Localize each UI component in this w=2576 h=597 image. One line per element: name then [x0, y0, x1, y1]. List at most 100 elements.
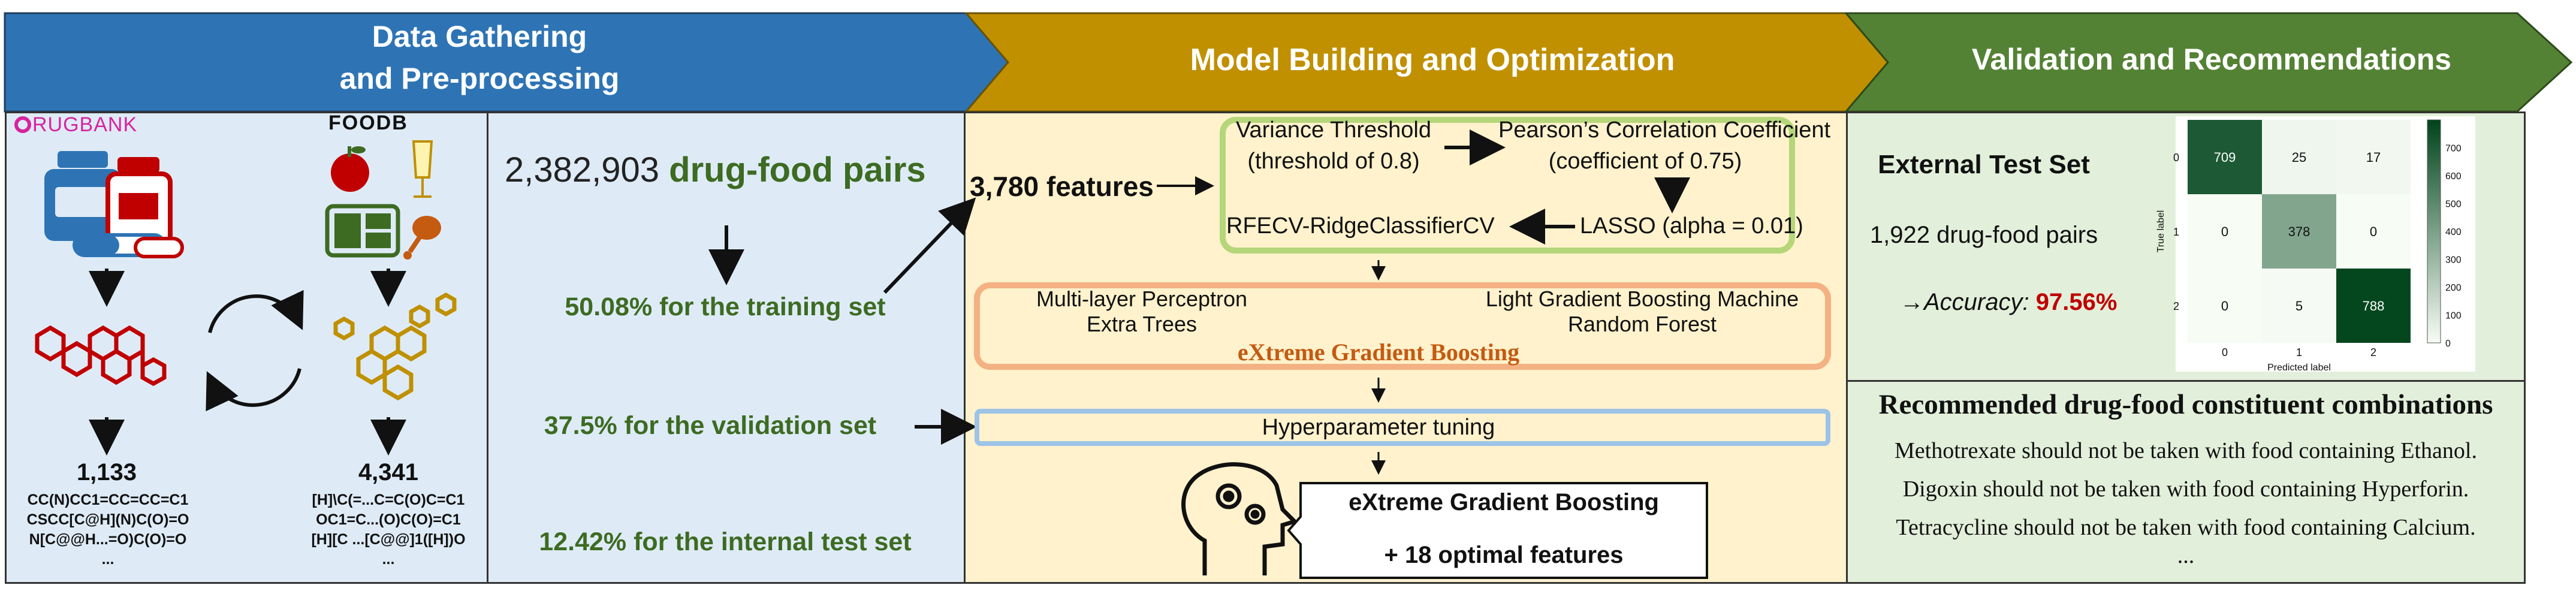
- confusion-cell: [2336, 120, 2411, 194]
- validation-divider: [1846, 380, 2526, 382]
- food-smiles-item: ...: [382, 551, 395, 568]
- header-preprocessing: and Pre-processing: [339, 62, 620, 95]
- colorbar-tick-label: 200: [2445, 283, 2462, 293]
- drug-count: 1,133: [76, 459, 137, 486]
- training-split: 50.08% for the training set: [565, 293, 886, 321]
- tuning-box: [975, 409, 1830, 446]
- final-model-name: eXtreme Gradient Boosting: [1349, 489, 1659, 515]
- colorbar-tick-label: 600: [2445, 171, 2462, 182]
- food-icons: [325, 140, 441, 260]
- pearson-coefficient: Pearson’s Correlation Coefficient: [1498, 117, 1831, 143]
- confusion-cell-value: 5: [2296, 298, 2303, 313]
- model-candidates-box: [974, 282, 1831, 370]
- confusion-col-label: 1: [2296, 346, 2302, 358]
- drug-smiles-list: CC(N)CC1=CC=CC=C1 CSCC[C@H](N)C(O)=O N[C…: [12, 490, 204, 569]
- model-lgbm: Light Gradient Boosting Machine: [1485, 287, 1799, 311]
- accuracy-label: Accuracy:: [1924, 289, 2029, 315]
- recommend-item: ...: [2177, 543, 2195, 568]
- feature-selection-box: [1220, 117, 1795, 254]
- confusion-col-label: 0: [2222, 346, 2228, 358]
- confusion-cell: [2188, 194, 2262, 269]
- confusion-cell-value: 0: [2221, 224, 2228, 239]
- model-extra-trees: Extra Trees: [1086, 312, 1197, 336]
- pairs-total: 2,382,903 drug-food pairs: [505, 150, 926, 190]
- confusion-cell-value: 25: [2292, 150, 2306, 165]
- validation-split: 37.5% for the validation set: [544, 411, 877, 440]
- accuracy-arrow: →: [1900, 289, 1924, 315]
- drugbank-logo-text: RUGBANK: [32, 113, 138, 136]
- drugbank-logo: RUGBANK: [14, 113, 138, 136]
- model-random-forest: Random Forest: [1567, 312, 1717, 336]
- confusion-cell: [2262, 269, 2336, 343]
- recommend-title: Recommended drug-food constituent combin…: [1878, 389, 2493, 420]
- colorbar-tick-label: 300: [2445, 255, 2462, 266]
- recommend-item: Tetracycline should not be taken with fo…: [1896, 515, 2476, 540]
- colorbar-tick-label: 100: [2445, 311, 2462, 321]
- model-xgboost: eXtreme Gradient Boosting: [1237, 339, 1520, 366]
- panel-divider: [487, 111, 488, 584]
- header-validation: Validation and Recommendations: [1971, 43, 2452, 76]
- food-molecule-icon: [333, 292, 457, 401]
- confusion-cell: [2188, 120, 2262, 194]
- drug-molecule-icon: [35, 325, 167, 387]
- confusion-cell-value: 788: [2363, 298, 2385, 313]
- confusion-cell: [2336, 269, 2411, 343]
- food-count: 4,341: [358, 459, 419, 486]
- confusion-cell-value: 709: [2214, 150, 2236, 165]
- confusion-cell-value: 378: [2288, 224, 2310, 239]
- final-model-box: [1287, 482, 1708, 579]
- confusion-cell: [2262, 120, 2336, 194]
- recommend-list: Methotrexate should not be taken with fo…: [1846, 432, 2526, 568]
- confusion-colorbar: [2427, 119, 2441, 343]
- food-smiles-item: [H]\C(=...C=C(O)C=C1: [312, 492, 465, 508]
- confusion-cell: [2336, 194, 2411, 269]
- drug-smiles-item: N[C@@H...=O)C(O)=O: [29, 531, 187, 548]
- external-accuracy: →Accuracy: 97.56%: [1900, 289, 2117, 316]
- food-smiles-list: [H]\C(=...C=C(O)C=C1 OC1=C...(O)C(O)=C1 …: [292, 490, 484, 569]
- colorbar-tick-label: 0: [2445, 339, 2451, 349]
- confusion-cell: [2188, 269, 2262, 343]
- confusion-cell-value: 0: [2221, 298, 2228, 313]
- confusion-cell-value: 0: [2370, 224, 2377, 239]
- model-mlp: Multi-layer Perceptron: [1036, 287, 1248, 311]
- variance-threshold-value: (threshold of 0.8): [1247, 149, 1420, 174]
- colorbar-tick-label: 500: [2445, 200, 2462, 210]
- recommend-item: Digoxin should not be taken with food co…: [1902, 477, 2469, 502]
- external-test-title: External Test Set: [1878, 150, 2090, 179]
- colorbar-tick-label: 400: [2445, 227, 2462, 237]
- drug-smiles-item: ...: [101, 551, 114, 568]
- cycle-arrows-icon: [206, 290, 304, 412]
- recommend-item: Methotrexate should not be taken with fo…: [1895, 438, 2477, 463]
- food-smiles-item: [H][C ...[C@@]1([H])O: [311, 531, 466, 548]
- rfecv-step: RFECV-RidgeClassifierCV: [1226, 213, 1495, 239]
- features-count: 3,780 features: [970, 171, 1154, 202]
- confusion-ylabel: True label: [2156, 210, 2166, 253]
- confusion-row-label: 2: [2173, 300, 2179, 312]
- drugbank-logo-mark: [14, 116, 31, 133]
- accuracy-value: 97.56%: [2035, 289, 2117, 315]
- confusion-row-label: 0: [2173, 152, 2179, 164]
- arrow-to-features: [883, 197, 976, 294]
- confusion-cell: [2262, 194, 2336, 269]
- external-test-pairs: 1,922 drug-food pairs: [1869, 222, 2098, 248]
- lasso-step: LASSO (alpha = 0.01): [1580, 213, 1803, 239]
- colorbar-tick-label: 700: [2445, 144, 2462, 154]
- head-gears-icon: [1181, 462, 1299, 575]
- internal-test-split: 12.42% for the internal test set: [539, 527, 912, 556]
- header-data-gathering: Data Gathering: [372, 20, 587, 53]
- drug-smiles-item: CSCC[C@H](N)C(O)=O: [26, 511, 189, 528]
- pairs-number: 2,382,903: [505, 150, 660, 189]
- confusion-cell-value: 17: [2366, 150, 2381, 165]
- confusion-col-label: 2: [2370, 346, 2376, 358]
- hyperparameter-tuning: Hyperparameter tuning: [1262, 415, 1495, 440]
- drug-smiles-item: CC(N)CC1=CC=CC=C1: [27, 492, 189, 508]
- header-model-building: Model Building and Optimization: [1190, 43, 1675, 77]
- pairs-label: drug-food pairs: [669, 150, 926, 189]
- pearson-coefficient-value: (coefficient of 0.75): [1548, 149, 1742, 174]
- drug-bottles-icon: [44, 151, 184, 258]
- foodb-logo: FOODB: [328, 111, 408, 134]
- confusion-row-label: 1: [2173, 226, 2179, 238]
- final-model-features: + 18 optimal features: [1384, 542, 1624, 568]
